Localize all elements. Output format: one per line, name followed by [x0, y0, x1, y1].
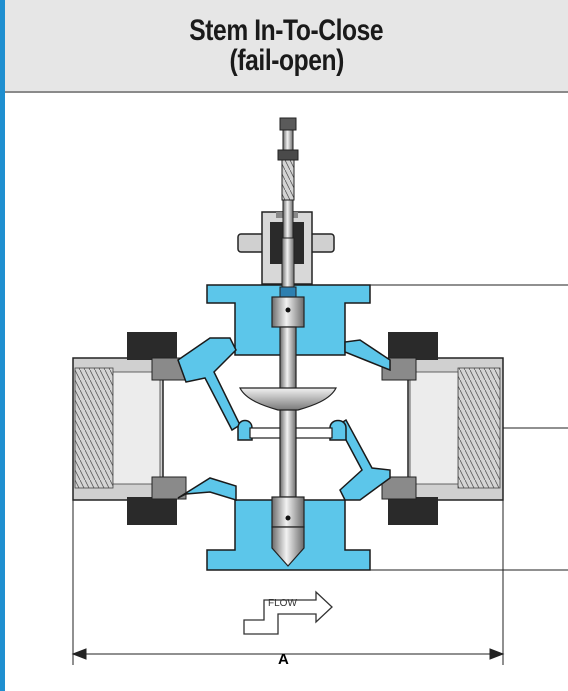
title-line-1: Stem In-To-Close	[189, 13, 384, 47]
valve-cross-section	[71, 117, 568, 665]
title-line-2: (fail-open)	[229, 43, 344, 77]
left-pipe-end	[72, 357, 164, 501]
flow-label: FLOW	[268, 598, 297, 609]
title-header: Stem In-To-Close (fail-open)	[5, 0, 568, 93]
leader-lines	[370, 284, 568, 571]
accent-bar	[0, 0, 5, 691]
dimension-line-a	[71, 500, 505, 665]
flow-arrow-icon	[243, 590, 333, 635]
valve-disc	[239, 387, 337, 411]
right-pipe-end	[407, 357, 504, 501]
valve-stem	[271, 117, 305, 567]
dimension-label: A	[278, 651, 289, 668]
